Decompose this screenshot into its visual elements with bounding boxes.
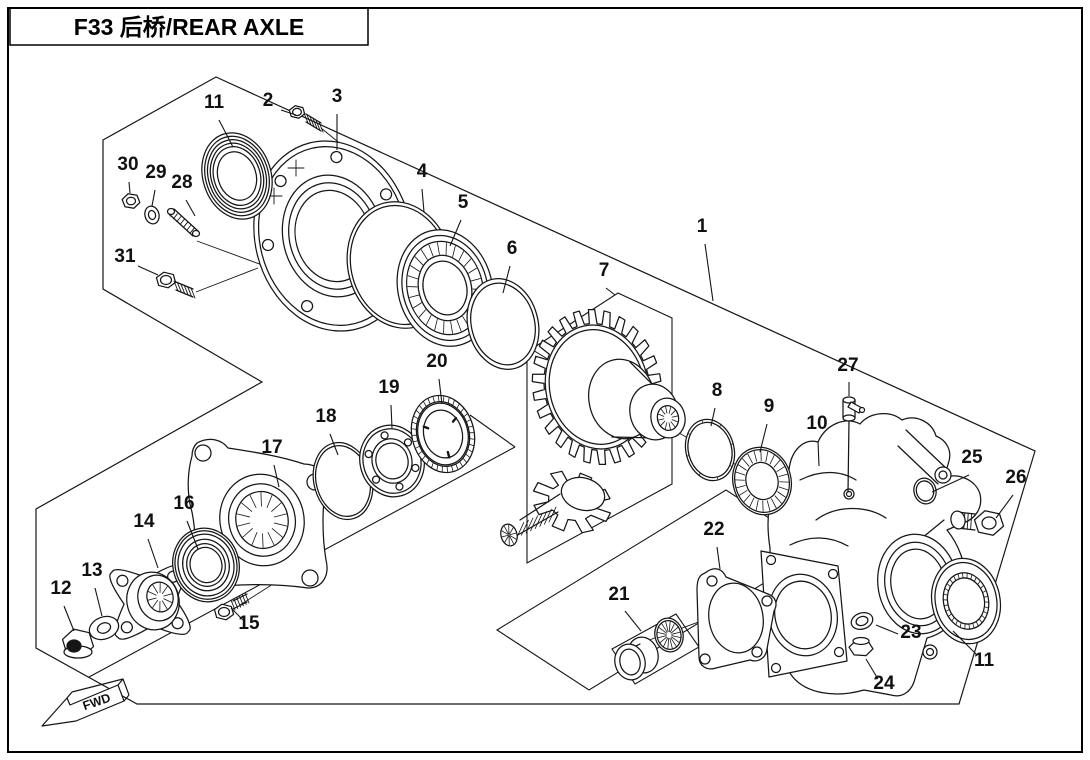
part-leader-8: [710, 407, 716, 427]
part-label-29: 29: [145, 162, 166, 183]
breather-leader-line: [847, 420, 850, 493]
part-31-bolt: [155, 271, 196, 299]
part-label-23: 23: [900, 622, 921, 643]
axis-bolt-31: [195, 267, 259, 293]
part-label-17: 17: [261, 437, 282, 458]
outer-border: [7, 7, 1083, 753]
part-leader-2: [280, 109, 297, 116]
part-leader-6: [502, 265, 511, 294]
part-label-16: 16: [173, 493, 194, 514]
part-leader-28: [185, 199, 196, 217]
part-label-18: 18: [315, 406, 336, 427]
part-label-6: 6: [507, 238, 518, 259]
part-label-30: 30: [117, 154, 138, 175]
part-24-drain-plug: [848, 636, 874, 657]
part-label-3: 3: [332, 86, 343, 107]
part-label-19: 19: [378, 377, 399, 398]
part-label-14: 14: [133, 511, 155, 532]
part-label-7: 7: [599, 260, 610, 281]
ring-parts: [88, 132, 1002, 645]
part-leader-31: [137, 265, 159, 276]
part-12-flange-nut: [61, 628, 95, 659]
breather-nipple: [847, 401, 863, 414]
part-leader-14: [147, 538, 159, 569]
part-21-needle-sleeve: [654, 617, 684, 653]
part-leader-18: [329, 433, 339, 456]
part-label-15: 15: [238, 613, 260, 634]
part-label-13: 13: [81, 560, 102, 581]
leader-lines: [63, 109, 1014, 680]
part-label-26: 26: [1005, 467, 1026, 488]
part-leader-21: [624, 610, 642, 632]
part-21-bushing-set: [614, 636, 659, 681]
part-leader-16: [186, 520, 199, 550]
part-leader-11: [952, 630, 978, 656]
part-label-5: 5: [458, 192, 469, 213]
part-leader-24: [865, 658, 879, 680]
part-17-center-boss: [219, 473, 305, 567]
part-leader-26: [995, 494, 1014, 519]
part-label-11: 11: [974, 650, 995, 671]
part-label-10: 10: [806, 413, 827, 434]
part-label-8: 8: [712, 380, 723, 401]
page-title: F33 后桥/REAR AXLE: [74, 14, 304, 40]
part-leader-10: [817, 440, 820, 467]
exploded-view-boundary: [35, 76, 1036, 705]
part-15-bolt: [213, 592, 250, 621]
part-label-22: 22: [703, 519, 724, 540]
part-22-cover-gasket: [696, 568, 777, 670]
part-leader-11: [218, 119, 234, 148]
part-leader-12: [63, 605, 75, 632]
part-label-28: 28: [171, 172, 192, 193]
part-leader-30: [128, 181, 131, 194]
part-label-12: 12: [50, 578, 71, 599]
part-10-gear-case-housing: [760, 413, 982, 697]
part-label-9: 9: [764, 396, 775, 417]
part-leader-9: [759, 423, 768, 453]
part-leader-17: [273, 464, 280, 488]
part-leader-4: [421, 188, 425, 213]
fwd-arrow: [41, 684, 125, 727]
part-leader-25: [931, 474, 970, 493]
part-leader-1: [704, 243, 714, 302]
frame: [7, 7, 1083, 753]
fwd-arrow-3d-edges: [66, 678, 130, 702]
part-label-2: 2: [263, 90, 274, 111]
part-2-bolt: [288, 105, 324, 133]
part-14-drive-flange: [109, 564, 191, 640]
part-label-24: 24: [873, 673, 895, 694]
part-label-1: 1: [697, 216, 708, 237]
part-leader-19: [390, 404, 393, 429]
part-30-nut: [121, 193, 141, 209]
part-28-stud: [166, 207, 201, 238]
part-label-21: 21: [608, 584, 630, 605]
part-27-breather-valve: [842, 396, 866, 493]
part-leader-22: [716, 546, 721, 570]
part-label-27: 27: [837, 355, 858, 376]
part-label-25: 25: [961, 447, 983, 468]
part-label-4: 4: [417, 161, 428, 182]
part-leader-15: [230, 607, 244, 621]
part-label-31: 31: [114, 246, 136, 267]
part-leader-23: [875, 624, 899, 635]
part-leader-29: [151, 189, 156, 207]
title-box: [9, 7, 369, 46]
part-leader-13: [94, 587, 103, 617]
hub-group-corner: [469, 414, 516, 448]
parts-art: [61, 105, 1005, 697]
part-label-20: 20: [426, 351, 447, 372]
housing-ribs: [789, 429, 949, 547]
part-label-11: 11: [204, 92, 225, 113]
part-leader-7: [605, 287, 616, 296]
part-7-ring-gear-and-pinion: [500, 309, 686, 547]
fwd-direction-marker: FWD: [41, 678, 130, 727]
part-leader-5: [449, 219, 462, 247]
part-leader-20: [438, 378, 443, 405]
